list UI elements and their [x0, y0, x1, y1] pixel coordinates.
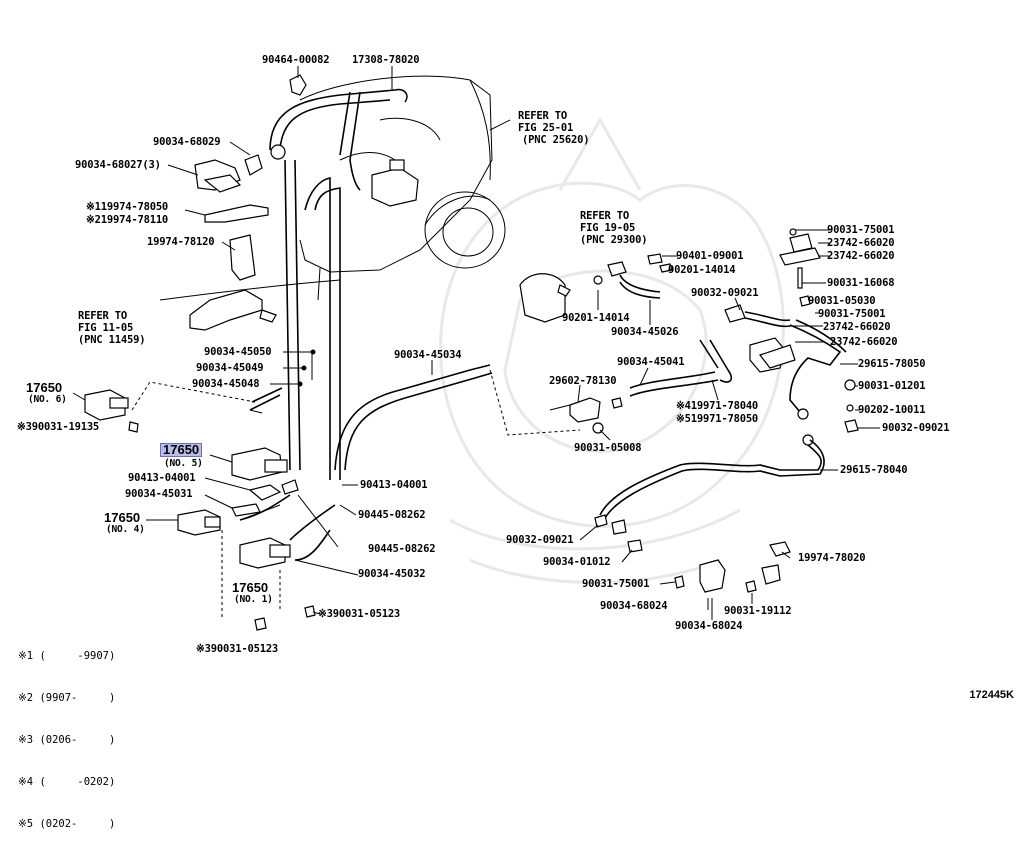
- part-label[interactable]: 90034-45026: [611, 326, 679, 338]
- part-label[interactable]: 90034-45050: [204, 346, 272, 358]
- part-label[interactable]: 90034-68024: [600, 600, 668, 612]
- part-label[interactable]: 90464-00082: [262, 54, 330, 66]
- legend-item: ※3 (0206- ): [18, 734, 116, 746]
- vsv-valves: [84, 389, 316, 631]
- refer-note-line: REFER TO: [518, 110, 567, 122]
- part-label[interactable]: 90032-09021: [506, 534, 574, 546]
- vsv-number: (NO. 4): [106, 524, 145, 535]
- legend-item: ※4 ( -0202): [18, 776, 116, 788]
- part-label[interactable]: 90413-04001: [128, 472, 196, 484]
- figure-number: 172445K: [969, 689, 1014, 701]
- part-label[interactable]: 90445-08262: [368, 543, 436, 555]
- engine-assembly: [159, 75, 506, 301]
- part-label[interactable]: ※390031-05123: [318, 608, 401, 620]
- refer-note-line: FIG 11-05: [78, 322, 134, 334]
- part-label[interactable]: 29615-78050: [858, 358, 926, 370]
- parts-diagram: [72, 66, 880, 631]
- vsv-pnc: 17650: [26, 380, 63, 395]
- part-label[interactable]: 90034-68029: [153, 136, 221, 148]
- vsv-label-no6[interactable]: 17650 (NO. 6): [26, 380, 67, 406]
- refer-note-fig-11-05[interactable]: REFER TO FIG 11-05 (PNC 11459): [78, 310, 146, 346]
- refer-note-line: REFER TO: [78, 310, 127, 322]
- refer-note-fig-25-01[interactable]: REFER TO FIG 25-01 (PNC 25620): [518, 110, 590, 146]
- vsv-label-no4[interactable]: 17650 (NO. 4): [104, 510, 145, 536]
- part-label[interactable]: 90201-14014: [562, 312, 630, 324]
- part-label[interactable]: 90032-09021: [882, 422, 950, 434]
- part-label[interactable]: 90034-45049: [196, 362, 264, 374]
- part-label[interactable]: 90031-05030: [808, 295, 876, 307]
- refer-note-line: REFER TO: [580, 210, 629, 222]
- part-label[interactable]: 90034-45048: [192, 378, 260, 390]
- part-label[interactable]: 90034-45032: [358, 568, 426, 580]
- part-label[interactable]: 23742-66020: [830, 336, 898, 348]
- legend-item: ※5 (0202- ): [18, 818, 116, 830]
- part-label[interactable]: 90401-09001: [676, 250, 744, 262]
- brackets-clips: [189, 74, 307, 331]
- vacuum-hoses: [239, 88, 493, 561]
- part-label[interactable]: ※219974-78110: [86, 214, 169, 226]
- part-label[interactable]: ※419971-78040: [676, 400, 759, 412]
- vsv-number: (NO. 1): [234, 594, 273, 605]
- dashed-leaders: [131, 369, 581, 620]
- part-label[interactable]: 23742-66020: [823, 321, 891, 333]
- part-label[interactable]: 90031-01201: [858, 380, 926, 392]
- vsv-pnc: 17650: [104, 510, 141, 525]
- vsv-number: (NO. 5): [164, 458, 203, 469]
- legend-item: ※1 ( -9907): [18, 650, 116, 662]
- right-assembly: [519, 228, 859, 593]
- label-leaders: [72, 66, 880, 620]
- vsv-number: (NO. 6): [28, 394, 67, 405]
- part-label[interactable]: ※390031-19135: [17, 421, 100, 433]
- part-label[interactable]: 90413-04001: [360, 479, 428, 491]
- part-label[interactable]: 90034-01012: [543, 556, 611, 568]
- vsv-pnc-highlighted: 17650: [160, 443, 203, 457]
- vsv-label-no1[interactable]: 17650 (NO. 1): [232, 580, 273, 606]
- part-label[interactable]: 90034-68024: [675, 620, 743, 632]
- part-label[interactable]: 23742-66020: [827, 237, 895, 249]
- part-label[interactable]: 90202-10011: [858, 404, 926, 416]
- part-label[interactable]: 90034-45041: [617, 356, 685, 368]
- part-label[interactable]: 19974-78020: [798, 552, 866, 564]
- refer-note-fig-19-05[interactable]: REFER TO FIG 19-05 (PNC 29300): [580, 210, 648, 246]
- part-label[interactable]: 90031-19112: [724, 605, 792, 617]
- part-label[interactable]: ※119974-78050: [86, 201, 169, 213]
- part-label[interactable]: 19974-78120: [147, 236, 215, 248]
- vsv-pnc: 17650: [232, 580, 269, 595]
- part-label[interactable]: 90031-75001: [827, 224, 895, 236]
- refer-note-line: (PNC 25620): [522, 134, 590, 146]
- refer-note-line: (PNC 29300): [580, 234, 648, 246]
- legend-item: ※2 (9907- ): [18, 692, 116, 704]
- part-label[interactable]: 23742-66020: [827, 250, 895, 262]
- refer-note-line: FIG 25-01: [518, 122, 574, 134]
- date-legend: ※1 ( -9907) ※2 (9907- ) ※3 (0206- ) ※4 (…: [18, 621, 115, 845]
- part-label[interactable]: 90201-14014: [668, 264, 736, 276]
- part-label[interactable]: 90031-75001: [582, 578, 650, 590]
- part-label[interactable]: 90031-16068: [827, 277, 895, 289]
- part-label[interactable]: 90445-08262: [358, 509, 426, 521]
- part-label[interactable]: 29615-78040: [840, 464, 908, 476]
- refer-note-line: FIG 19-05: [580, 222, 636, 234]
- part-label[interactable]: 90034-45031: [125, 488, 193, 500]
- part-label[interactable]: 90031-75001: [818, 308, 886, 320]
- refer-note-line: (PNC 11459): [78, 334, 146, 346]
- part-label[interactable]: 90031-05008: [574, 442, 642, 454]
- part-label[interactable]: ※390031-05123: [196, 643, 279, 655]
- part-label[interactable]: 90034-45034: [394, 349, 462, 361]
- part-label[interactable]: ※519971-78050: [676, 413, 759, 425]
- part-label[interactable]: 90032-09021: [691, 287, 759, 299]
- vsv-label-no5[interactable]: 17650 (NO. 5): [160, 439, 203, 470]
- part-label[interactable]: 17308-78020: [352, 54, 420, 66]
- part-label[interactable]: 29602-78130: [549, 375, 617, 387]
- watermark-emblem: [439, 116, 785, 584]
- part-label[interactable]: 90034-68027(3): [75, 159, 161, 171]
